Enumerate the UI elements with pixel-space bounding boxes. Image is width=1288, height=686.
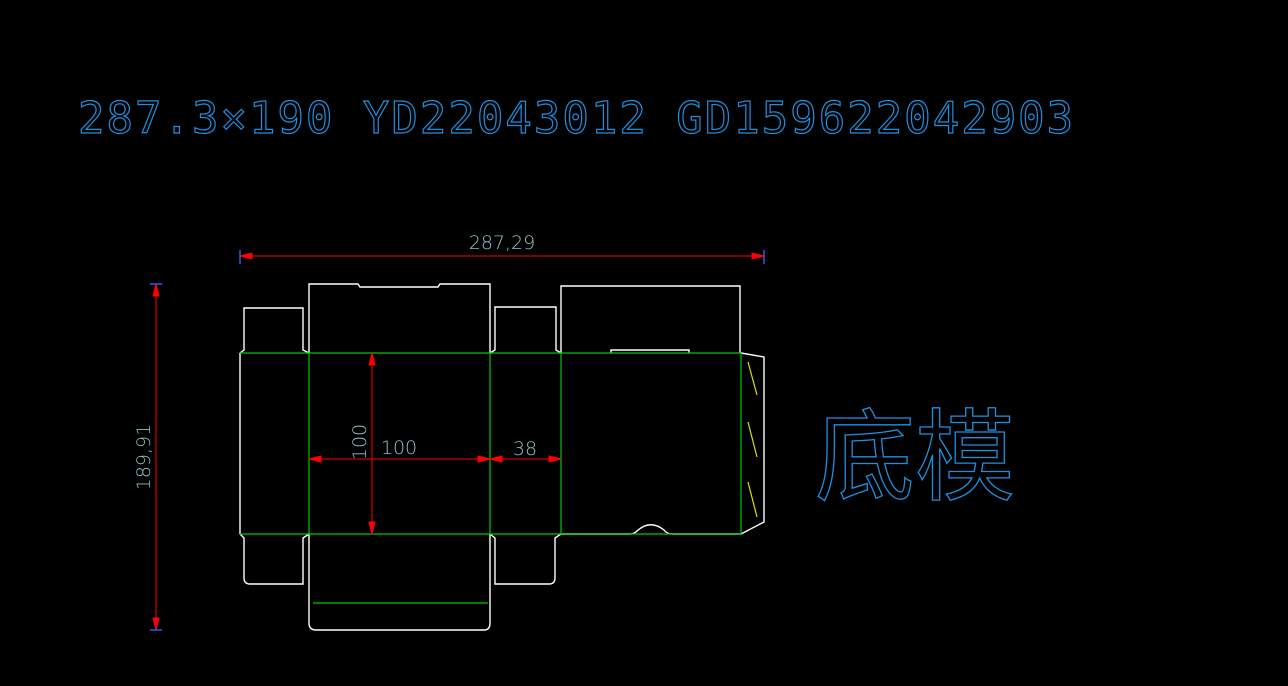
dim-overall-width-label: 287,29 xyxy=(469,232,535,254)
cut-bottom-side-flap xyxy=(489,533,562,585)
glue-mark xyxy=(747,361,758,396)
glue-mark xyxy=(747,481,758,518)
dim-arrow xyxy=(548,455,562,463)
cut-top-right-flap xyxy=(560,285,741,353)
glue-mark xyxy=(747,421,758,458)
dim-arrow xyxy=(239,252,253,260)
dim-arrow xyxy=(751,252,765,260)
cut-bottom-edge-notch xyxy=(561,524,741,535)
dim-side-width-label: 38 xyxy=(513,438,537,460)
dimension-ticks xyxy=(150,250,765,631)
dimension-labels: 287,29 189,91 100 38 100 xyxy=(133,232,537,490)
dim-overall-height-label: 189,91 xyxy=(133,424,155,490)
cut-top-center-flap xyxy=(308,283,491,353)
dim-arrow xyxy=(368,521,376,535)
dim-arrow xyxy=(152,283,160,297)
cut-bottom-center-flap xyxy=(308,534,491,631)
glue-marks xyxy=(747,361,758,518)
dimension-lines xyxy=(152,252,765,631)
cut-glue-flap xyxy=(740,352,765,535)
order-code-title: 287.3×190 YD22043012 GD159622042903 xyxy=(78,93,1075,144)
fold-lines xyxy=(240,352,742,604)
bottom-mold-label: 底模 xyxy=(815,399,1015,516)
cut-bottom-left-flap xyxy=(239,533,310,585)
dim-arrow xyxy=(368,352,376,366)
dim-arrow xyxy=(308,455,322,463)
dim-arrow xyxy=(489,455,503,463)
cut-top-left-flap xyxy=(239,307,310,354)
dim-arrow xyxy=(477,455,491,463)
dim-arrow xyxy=(152,617,160,631)
dim-panel-width-label: 100 xyxy=(381,437,417,459)
dim-panel-height-label: 100 xyxy=(349,424,371,460)
cut-tongue-slot xyxy=(610,349,690,353)
cut-top-side-flap xyxy=(489,306,562,354)
